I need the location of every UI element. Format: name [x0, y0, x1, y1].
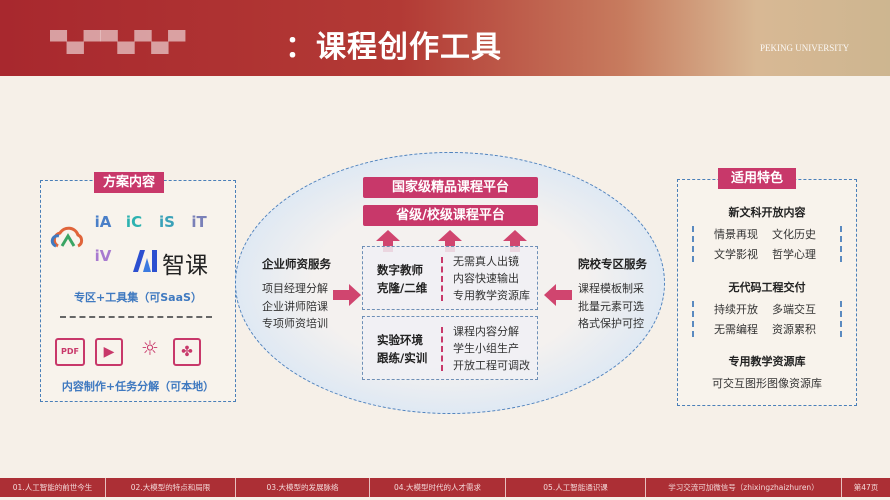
college-service-title: 院校专区服务: [578, 257, 647, 271]
feature-item: 无需编程: [714, 323, 758, 336]
box-value: 学生小组生产: [453, 342, 519, 355]
feature-item: 文学影视: [714, 248, 758, 261]
solution-badge: 方案内容: [94, 172, 164, 193]
feature-item: 情景再现: [714, 228, 758, 241]
up-arrow-icon: [376, 230, 400, 252]
left-arrow-icon: [544, 284, 572, 306]
service-item: 课程模板制采: [578, 282, 644, 295]
box-value: 专用教学资源库: [453, 289, 530, 302]
pdf-icon[interactable]: PDF: [55, 338, 85, 366]
feature-item: 多端交互: [772, 303, 816, 316]
service-item: 企业讲师陪课: [262, 299, 328, 313]
tool-is-icon[interactable]: iS: [159, 213, 175, 231]
box-value: 课程内容分解: [453, 325, 519, 338]
box-key: 实验环境: [377, 333, 423, 347]
feature-item: 资源累积: [772, 323, 816, 336]
content-caption: 内容制作+任务分解（可本地）: [61, 380, 215, 393]
tool-it-icon[interactable]: iT: [191, 213, 207, 231]
box-value: 开放工程可调改: [453, 359, 530, 372]
features-panel: 新文科开放内容 情景再现 文化历史 文学影视 哲学心理 无代码工程交付 持续开放…: [677, 179, 857, 406]
tool-ic-icon[interactable]: iC: [125, 213, 143, 231]
lab-environment-box: 实验环境 跟练/实训 课程内容分解 学生小组生产 开放工程可调改: [362, 316, 538, 380]
national-platform-bar: 国家级精品课程平台: [363, 177, 538, 198]
cloud-logo-icon: [50, 226, 84, 248]
features-badge: 适用特色: [718, 168, 796, 189]
footer-contact: 学习交流可加微信号（zhixingzhaizhuren）: [646, 478, 842, 497]
college-service: 院校专区服务 课程模板制采 批量元素可选 格式保护可控: [578, 256, 647, 333]
footer-nav: 01.人工智能的前世今生 02.大模型的特点和局限 03.大模型的发展脉络 04…: [0, 478, 890, 497]
box-key: 数字教师: [377, 263, 423, 277]
title-prefix-obscured: ▀▄▀▀▄▀▄▀: [50, 30, 186, 54]
service-item: 批量元素可选: [578, 299, 644, 313]
slide-title: ：课程创作工具: [285, 30, 502, 65]
right-arrow-icon: [333, 284, 361, 306]
service-item: 专项师资培训: [262, 317, 328, 330]
service-item: 项目经理分解: [262, 282, 328, 295]
puzzle-icon[interactable]: ✤: [173, 338, 201, 366]
enterprise-service: 企业师资服务 项目经理分解 企业讲师陪课 专项师资培训: [262, 256, 331, 333]
video-icon[interactable]: ▶: [95, 338, 123, 366]
box-value: 内容快速输出: [453, 272, 519, 285]
tools-caption: 专区+工具集（可SaaS）: [74, 291, 202, 304]
page-number: 第47页: [853, 483, 879, 492]
feature-section-title: 专用教学资源库: [728, 355, 806, 368]
footer-item[interactable]: 01.人工智能的前世今生: [0, 478, 106, 497]
box-value: 无需真人出镜: [453, 255, 519, 268]
footer-item[interactable]: 05.人工智能通识课: [506, 478, 646, 497]
feature-item: 文化历史: [772, 228, 816, 241]
feature-item: 持续开放: [714, 303, 758, 316]
separator: [441, 327, 443, 371]
footer-item[interactable]: 03.大模型的发展脉络: [236, 478, 370, 497]
feature-item: 可交互图形图像资源库: [712, 377, 822, 390]
box-key: 克隆/二维: [377, 281, 428, 295]
feature-grid: 情景再现 文化历史 文学影视 哲学心理: [692, 226, 842, 262]
up-arrow-icon: [503, 230, 527, 252]
digital-teacher-box: 数字教师 克隆/二维 无需真人出镜 内容快速输出 专用教学资源库: [362, 246, 538, 310]
zhike-brand: 智课: [162, 253, 208, 279]
feature-item: 哲学心理: [772, 248, 816, 261]
service-item: 格式保护可控: [578, 317, 644, 330]
separator: [441, 257, 443, 301]
ai-logo-icon: [133, 250, 157, 272]
footer-item[interactable]: 02.大模型的特点和局限: [106, 478, 236, 497]
feature-section-title: 新文科开放内容: [728, 206, 806, 219]
footer-item[interactable]: 04.大模型时代的人才需求: [370, 478, 506, 497]
divider: [60, 316, 212, 318]
university-logo: PEKING UNIVERSITY: [760, 43, 850, 53]
slide-header: [0, 0, 890, 76]
tool-ia-icon[interactable]: iA: [94, 213, 112, 231]
feature-grid: 持续开放 多端交互 无需编程 资源累积: [692, 301, 842, 337]
enterprise-service-title: 企业师资服务: [262, 257, 331, 271]
feature-section-title: 无代码工程交付: [728, 281, 806, 294]
lightbulb-icon[interactable]: ☼: [141, 336, 159, 360]
up-arrow-icon: [438, 230, 462, 252]
box-key: 跟练/实训: [377, 351, 428, 365]
tool-iv-icon[interactable]: iV: [94, 247, 112, 265]
provincial-platform-bar: 省级/校级课程平台: [363, 205, 538, 226]
